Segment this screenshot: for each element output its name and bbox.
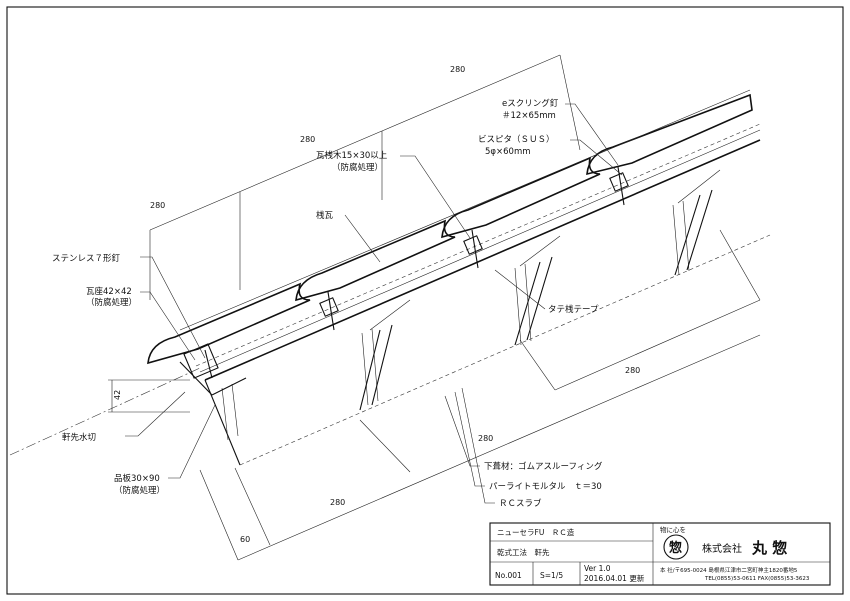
annotation-labels: ステンレス７形釘 瓦座42×42 （防腐処理） 軒先水切 品板30×90 （防腐… [52, 98, 603, 509]
company-logo-char: 惣 [669, 540, 682, 556]
tb-number: No.001 [495, 571, 522, 580]
tb-slogan: 物に心を [660, 525, 686, 534]
rc-slab-bottom [239, 234, 771, 466]
label-shinaita-size: 品板30×90 [114, 473, 160, 484]
dim-bottom-1: 280 [478, 434, 493, 443]
kawaraza-block [183, 343, 219, 379]
dim-right-1: 280 [625, 366, 640, 375]
tile-upper-line [179, 89, 751, 331]
tile-2 [295, 219, 456, 302]
roof-tiles [147, 89, 753, 365]
screws [204, 166, 625, 379]
company-logo [663, 534, 689, 560]
dim-bottom-60: 60 [240, 535, 250, 544]
drawing-frame [6, 6, 844, 595]
dim-top-1: 280 [150, 201, 165, 210]
tb-version: Ver 1.0 [584, 564, 611, 573]
dim-top-2: 280 [300, 135, 315, 144]
label-sanki-treat: （防腐処理） [332, 162, 383, 173]
dimension-lines [108, 54, 761, 561]
label-perlite: パーライトモルタル ｔ＝30 [489, 482, 602, 492]
label-tate-tape: タテ桟テープ [548, 304, 599, 315]
label-sangawara: 桟瓦 [316, 210, 334, 221]
leader-lines [125, 103, 623, 504]
tb-product: ニューセラFU ＲＣ造 [497, 527, 575, 537]
tb-address: 本 社/〒695-0024 島根県江津市二宮町神主1820番地5 [660, 566, 798, 574]
underlay-roofing-line [195, 123, 761, 367]
support-legs [359, 189, 713, 411]
dim-left-42: 42 [113, 390, 122, 400]
label-shinaita-treat: （防腐処理） [114, 485, 165, 496]
label-shitabuki: 下葺材：ゴムアスルーフィング [484, 461, 603, 472]
perlite-mortar-line [199, 129, 761, 373]
tb-scale: S=1/5 [540, 571, 563, 580]
nokisaki-flashing [179, 361, 213, 396]
dimension-texts: 280 280 280 280 280 280 60 42 [113, 65, 640, 544]
dim-top-3: 280 [450, 65, 465, 74]
rc-slab-top [204, 139, 761, 381]
tile-4 [586, 93, 753, 176]
tb-method: 乾式工法 軒先 [497, 547, 550, 557]
title-block: ニューセラFU ＲＣ造 乾式工法 軒先 No.001 S=1/5 Ver 1.0… [489, 522, 831, 586]
tile-3 [441, 156, 601, 239]
label-kawaraza-size: 瓦座42×42 [86, 286, 132, 297]
tb-company-name: 丸 惣 [751, 539, 787, 557]
label-sanki-size: 瓦桟木15×30以上 [316, 150, 388, 161]
slab-hatching [221, 169, 721, 441]
label-bispita: ビスピタ（ＳＵＳ） [478, 134, 555, 145]
label-e-screw-size: ＃12×65mm [502, 111, 556, 121]
roof-center-line [9, 367, 201, 456]
label-bispita-size: 5φ×60mm [485, 147, 531, 157]
label-kawaraza-treat: （防腐処理） [86, 297, 137, 308]
label-rc-slab: ＲＣスラブ [499, 498, 542, 509]
tb-date: 2016.04.01 更新 [584, 573, 645, 583]
dim-bottom-2: 280 [330, 498, 345, 507]
label-nokisaki-mizukiri: 軒先水切 [62, 432, 96, 443]
label-stainless-nail: ステンレス７形釘 [52, 253, 121, 264]
tb-company: 株式会社 [702, 542, 742, 555]
label-e-screw: eスクリング釘 [502, 98, 559, 109]
tile-1 [147, 282, 311, 365]
tb-tel: TEL(0855)53-0611 FAX(0855)53-3623 [704, 576, 810, 582]
